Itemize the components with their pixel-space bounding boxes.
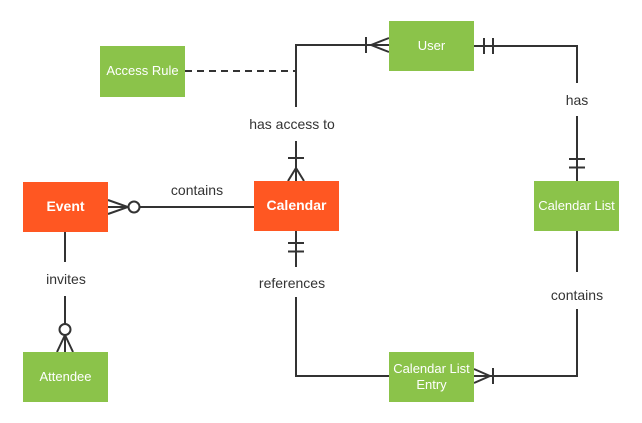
line-segment bbox=[474, 309, 578, 377]
entity-attendee-label: Attendee bbox=[39, 368, 92, 384]
line-segment bbox=[295, 297, 389, 377]
line-segment bbox=[295, 44, 389, 107]
relationship-label-invites: invites bbox=[44, 271, 88, 287]
entity-user: User bbox=[389, 21, 474, 71]
exactly-one-double-bar-symbol bbox=[569, 158, 585, 169]
relationship-label-has: has bbox=[563, 92, 591, 108]
entity-attendee: Attendee bbox=[23, 352, 108, 402]
relationship-label-contains-event-calendar: contains bbox=[168, 182, 226, 198]
entity-calendar: Calendar bbox=[254, 181, 339, 231]
crows-foot-many-symbol bbox=[56, 334, 74, 353]
entity-calendar-label: Calendar bbox=[266, 197, 327, 214]
entity-calendar-list: Calendar List bbox=[534, 181, 619, 231]
entity-calendar-list-entry: Calendar List Entry bbox=[389, 352, 474, 402]
exactly-one-double-bar-symbol bbox=[288, 242, 304, 253]
relationship-label-contains-list-entry: contains bbox=[548, 287, 606, 303]
crows-foot-many-symbol bbox=[370, 37, 390, 53]
relationship-line-list-contains-entry bbox=[473, 231, 578, 384]
entity-access-rule-label: Access Rule bbox=[106, 63, 179, 79]
relationship-line-calendar-user bbox=[287, 37, 390, 182]
relationship-label-references: references bbox=[256, 275, 328, 291]
crows-foot-many-symbol bbox=[107, 199, 129, 215]
entity-event: Event bbox=[23, 182, 108, 232]
crows-foot-many-symbol bbox=[287, 167, 305, 182]
exactly-one-double-bar-symbol bbox=[483, 38, 494, 54]
entity-calendar-list-entry-label: Calendar List Entry bbox=[393, 360, 470, 392]
relationship-line-event-calendar bbox=[107, 199, 254, 215]
relationship-line-event-attendee bbox=[56, 232, 74, 353]
relationship-line-user-calendar-list bbox=[474, 38, 585, 181]
entity-access-rule: Access Rule bbox=[100, 46, 185, 97]
entity-event-label: Event bbox=[46, 198, 85, 215]
zero-circle-symbol bbox=[127, 200, 141, 214]
crows-foot-many-symbol bbox=[473, 368, 491, 384]
entity-calendar-list-label: Calendar List bbox=[538, 197, 615, 213]
line-segment bbox=[474, 45, 578, 83]
relationship-line-references bbox=[288, 231, 389, 377]
relationship-label-has-access-to: has access to bbox=[247, 116, 337, 132]
zero-circle-symbol bbox=[58, 323, 72, 336]
entity-user-label: User bbox=[417, 37, 446, 53]
